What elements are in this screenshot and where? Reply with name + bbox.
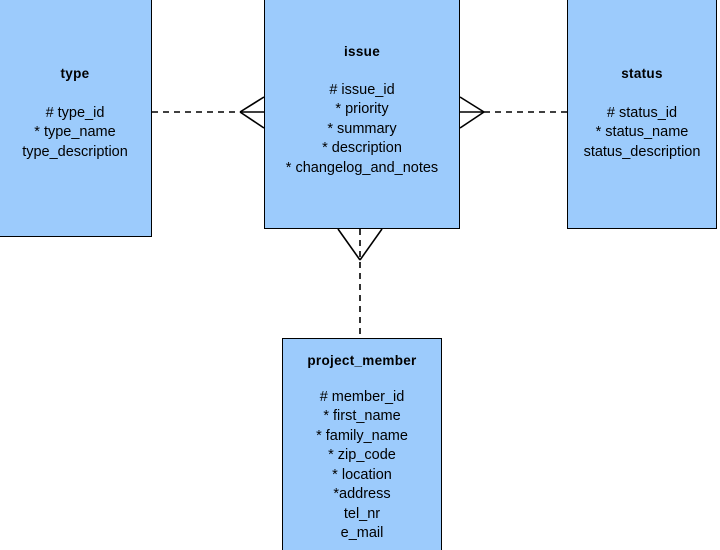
relationship-status-issue bbox=[459, 96, 567, 129]
crows-foot-type-issue bbox=[239, 96, 265, 129]
entity-project-member-title: project_member bbox=[307, 353, 417, 368]
relationship-issue-project-member bbox=[337, 228, 383, 338]
crows-foot-status-issue bbox=[459, 96, 485, 129]
entity-issue[interactable]: issue # issue_id * priority * summary * … bbox=[264, 0, 460, 229]
entity-status-title: status bbox=[621, 66, 663, 81]
entity-type[interactable]: type # type_id * type_name type_descript… bbox=[0, 0, 152, 237]
entity-status-attributes: # status_id * status_name status_descrip… bbox=[583, 104, 701, 160]
relationship-type-issue bbox=[152, 96, 265, 129]
entity-issue-title: issue bbox=[343, 44, 381, 59]
entity-status[interactable]: status # status_id * status_name status_… bbox=[567, 0, 717, 229]
entity-project-member[interactable]: project_member # member_id * first_name … bbox=[282, 338, 442, 550]
entity-project-member-attributes: # member_id * first_name * family_name *… bbox=[316, 388, 408, 542]
entity-type-attributes: # type_id * type_name type_description bbox=[22, 104, 128, 160]
entity-issue-attributes: # issue_id * priority * summary * descri… bbox=[285, 81, 439, 176]
entity-type-title: type bbox=[60, 66, 90, 81]
crows-foot-issue-project-member bbox=[337, 228, 383, 261]
